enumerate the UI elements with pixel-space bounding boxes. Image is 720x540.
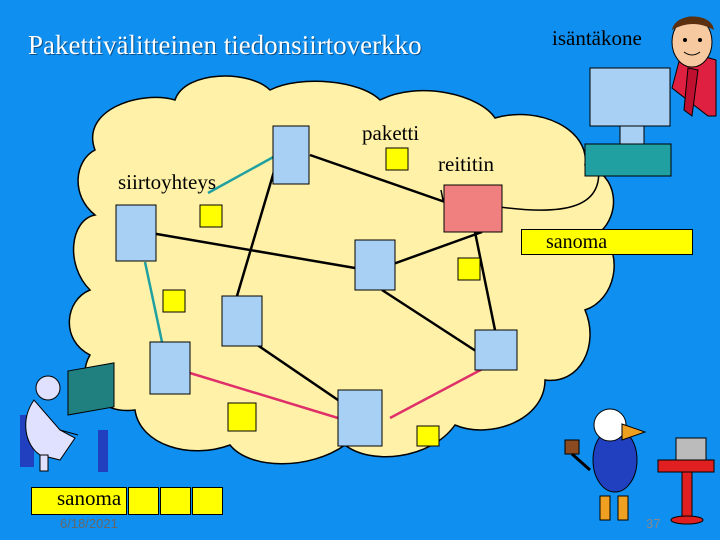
- packet-label: paketti: [362, 121, 420, 145]
- link: [179, 368, 339, 420]
- message-cell: [128, 487, 159, 515]
- link: [143, 261, 164, 343]
- duck-cartoon-icon: [564, 408, 647, 521]
- packet: [416, 425, 440, 447]
- page-number: 37: [646, 516, 661, 531]
- message-cell: [160, 487, 191, 515]
- link: [473, 231, 497, 331]
- host-link: [499, 164, 600, 211]
- link: [309, 153, 446, 204]
- link: [440, 189, 444, 201]
- network-node: [474, 329, 518, 371]
- message-label: sanoma: [546, 231, 608, 253]
- network-node: [221, 295, 263, 347]
- network-node: [149, 341, 191, 395]
- link: [235, 157, 280, 297]
- message-cell: sanoma: [31, 486, 127, 515]
- message-cell: [192, 487, 223, 515]
- computer-on-table-icon: [657, 437, 715, 525]
- footer-date: 6/18/2021: [60, 516, 118, 531]
- message-packets-bottom: sanoma: [31, 486, 224, 515]
- host-computer-icon: [584, 67, 672, 177]
- message-label: sanoma: [57, 486, 122, 510]
- link: [381, 288, 483, 357]
- packet: [227, 402, 257, 432]
- network-node: [337, 389, 383, 447]
- router-label: reititin: [438, 152, 494, 176]
- network-node: [272, 125, 310, 185]
- packet: [199, 204, 223, 228]
- network-node: [115, 204, 157, 262]
- link-label: siirtoyhteys: [118, 170, 216, 194]
- page-title: Pakettivälitteinen tiedonsiirtoverkko: [28, 30, 422, 60]
- packet: [385, 147, 409, 171]
- link: [207, 153, 278, 195]
- person-at-computer-icon: [20, 362, 115, 472]
- packet: [162, 289, 186, 313]
- message-box-top: sanoma: [521, 229, 693, 255]
- businessman-icon: [671, 16, 717, 117]
- link: [389, 363, 491, 420]
- router: [443, 184, 503, 233]
- link: [381, 230, 483, 270]
- network-node: [354, 239, 396, 291]
- packet: [457, 257, 481, 281]
- host-label: isäntäkone: [552, 26, 642, 50]
